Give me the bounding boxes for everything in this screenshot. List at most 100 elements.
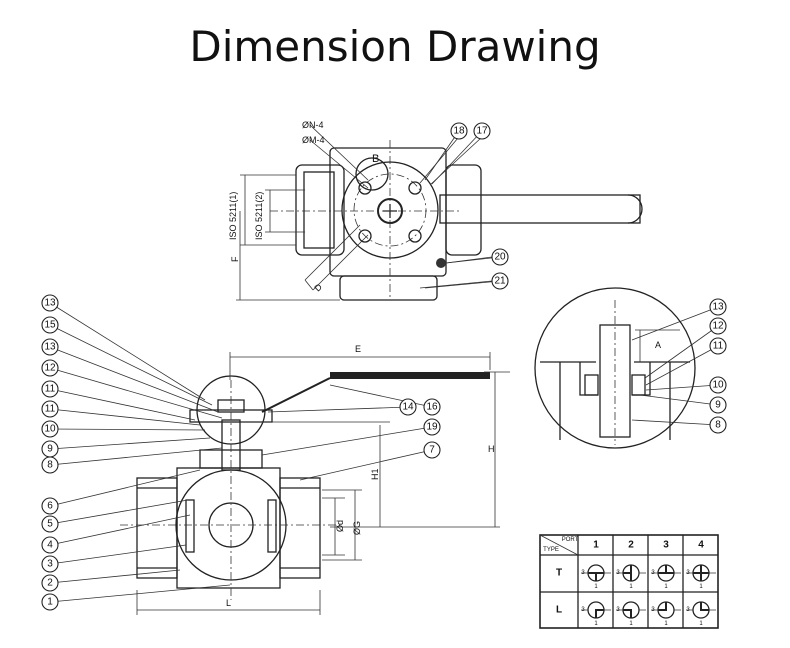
callout-number: 11 bbox=[45, 384, 56, 395]
callout-1: 1 bbox=[41, 593, 59, 611]
page-title: Dimension Drawing bbox=[189, 22, 601, 71]
port-number: 3 bbox=[616, 607, 620, 613]
port-number: 3 bbox=[651, 607, 655, 613]
callout-10: 10 bbox=[41, 420, 59, 438]
leader-line bbox=[49, 447, 223, 466]
column-2: 2 bbox=[628, 540, 634, 551]
label-d: D bbox=[312, 281, 324, 293]
leader-line bbox=[49, 469, 201, 507]
callout-number: 10 bbox=[44, 424, 56, 435]
label-small-d: Ød bbox=[335, 520, 345, 532]
column-1: 1 bbox=[593, 540, 599, 551]
callout-7: 7 bbox=[423, 441, 441, 459]
port-symbol-L-3: 31 bbox=[651, 601, 681, 627]
port-number: 3 bbox=[581, 607, 585, 613]
callout-number: 7 bbox=[429, 445, 435, 456]
port-number: 1 bbox=[664, 584, 668, 590]
callout-number: 11 bbox=[713, 341, 724, 352]
port-number: 3 bbox=[686, 607, 690, 613]
callout-3: 3 bbox=[41, 555, 59, 573]
leader-line bbox=[261, 426, 433, 456]
leader-line bbox=[49, 584, 231, 603]
callout-number: 1 bbox=[47, 597, 53, 608]
callout-number: 12 bbox=[712, 321, 724, 332]
callout-5: 5 bbox=[41, 515, 59, 533]
port-number: 3 bbox=[581, 570, 585, 576]
port-number: 1 bbox=[594, 584, 598, 590]
leader-line bbox=[49, 388, 196, 421]
callout-18: 18 bbox=[450, 122, 468, 140]
callout-21: 21 bbox=[491, 272, 509, 290]
leader-line bbox=[631, 419, 719, 426]
callout-8: 8 bbox=[41, 456, 59, 474]
label-m-holes: ØM-4 bbox=[302, 135, 325, 145]
top-view: ØN-4 ØM-4 B ISO 5211(1) ISO 5211(2) F D bbox=[228, 120, 643, 301]
callout-6: 6 bbox=[41, 497, 59, 515]
label-e: E bbox=[355, 344, 361, 354]
label-big-d: ØG bbox=[352, 521, 362, 535]
leader-line bbox=[431, 130, 483, 185]
callout-number: 3 bbox=[47, 559, 53, 570]
leader-line bbox=[424, 280, 501, 289]
leader-line bbox=[639, 394, 719, 406]
leader-line bbox=[299, 449, 433, 481]
header-type: TYPE bbox=[543, 547, 559, 553]
label-f: F bbox=[230, 256, 240, 262]
leader-line bbox=[49, 367, 223, 419]
header-port: PORT bbox=[562, 537, 579, 543]
callout-number: 17 bbox=[476, 126, 488, 137]
callout-11: 11 bbox=[41, 400, 59, 418]
callout-2: 2 bbox=[41, 574, 59, 592]
callout-17: 17 bbox=[473, 122, 491, 140]
callout-number: 16 bbox=[426, 402, 438, 413]
leader-line bbox=[49, 302, 206, 401]
callout-number: 14 bbox=[402, 402, 414, 413]
port-symbol-T-3: 31 bbox=[651, 564, 681, 590]
port-number: 1 bbox=[699, 621, 703, 627]
callout-number: 6 bbox=[47, 501, 53, 512]
leader-line bbox=[49, 514, 191, 546]
callout-20: 20 bbox=[491, 248, 509, 266]
label-a: A bbox=[655, 340, 661, 350]
callout-number: 19 bbox=[426, 422, 438, 433]
callout-9: 9 bbox=[709, 396, 727, 414]
label-iso-2: ISO 5211(2) bbox=[254, 192, 264, 240]
port-number: 1 bbox=[594, 621, 598, 627]
callout-12: 12 bbox=[41, 359, 59, 377]
leader-line bbox=[329, 384, 433, 408]
leader-line bbox=[424, 130, 460, 181]
callout-4: 4 bbox=[41, 536, 59, 554]
callout-number: 15 bbox=[44, 320, 56, 331]
leader-line bbox=[445, 256, 501, 264]
leader-line bbox=[49, 346, 219, 413]
leader-line bbox=[49, 544, 187, 565]
row-t: T bbox=[556, 568, 562, 579]
leader-line bbox=[49, 408, 201, 426]
callout-13: 13 bbox=[709, 298, 727, 316]
port-number: 1 bbox=[629, 584, 633, 590]
port-number: 1 bbox=[629, 621, 633, 627]
leader-line bbox=[49, 324, 213, 406]
callout-number: 12 bbox=[44, 363, 56, 374]
column-3: 3 bbox=[663, 540, 669, 551]
label-h1: H1 bbox=[370, 468, 380, 480]
front-view: E H H1 L Ød ØG bbox=[120, 344, 510, 615]
port-symbol-L-1: 31 bbox=[581, 601, 611, 627]
port-symbol-L-2: 31 bbox=[616, 601, 646, 627]
callout-number: 13 bbox=[712, 302, 724, 313]
callout-15: 15 bbox=[41, 316, 59, 334]
callout-9: 9 bbox=[41, 440, 59, 458]
callout-number: 10 bbox=[712, 380, 724, 391]
callout-11: 11 bbox=[709, 337, 727, 355]
port-symbol-T-2: 31 bbox=[616, 564, 646, 590]
label-b: B bbox=[372, 153, 379, 165]
label-h: H bbox=[488, 444, 495, 454]
callout-13: 13 bbox=[41, 294, 59, 312]
callout-10: 10 bbox=[709, 376, 727, 394]
port-symbol-T-1: 31 bbox=[581, 564, 611, 590]
leader-line bbox=[49, 428, 206, 431]
callout-13: 13 bbox=[41, 338, 59, 356]
leader-line bbox=[267, 406, 409, 413]
